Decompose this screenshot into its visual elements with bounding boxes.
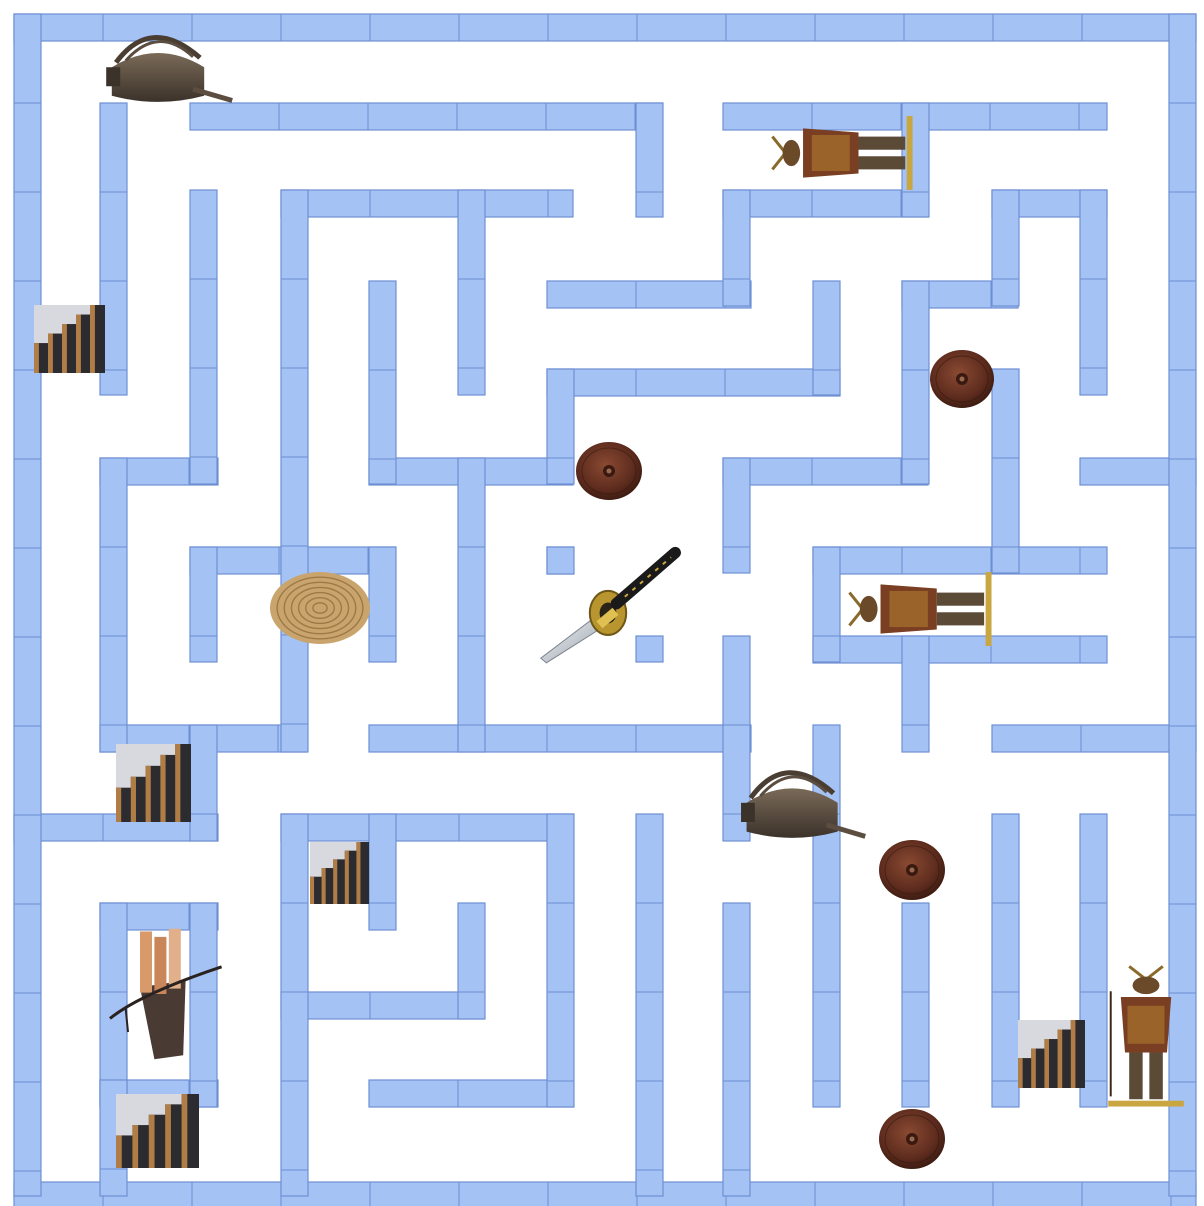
maze-wall bbox=[547, 369, 574, 484]
bronze-disc-icon bbox=[879, 1109, 945, 1169]
bronze-disc-icon bbox=[930, 350, 994, 408]
maze-wall bbox=[190, 547, 217, 662]
maze-wall bbox=[458, 190, 485, 395]
maze-wall bbox=[190, 190, 217, 484]
maze-wall bbox=[369, 814, 396, 930]
maze-wall bbox=[723, 190, 750, 306]
maze-wall bbox=[547, 814, 574, 1107]
maze-wall bbox=[458, 903, 485, 1019]
maze-wall bbox=[190, 903, 217, 1107]
maze-wall bbox=[902, 903, 929, 1107]
maze-wall bbox=[190, 103, 662, 130]
maze-wall bbox=[902, 281, 929, 484]
maze-wall bbox=[902, 103, 929, 217]
bronze-disc-icon bbox=[576, 442, 642, 500]
maze-wall bbox=[281, 814, 308, 1196]
maze-wall bbox=[369, 1080, 573, 1107]
maze-wall bbox=[813, 281, 840, 395]
maze-wall bbox=[813, 547, 1107, 574]
maze-wall bbox=[369, 725, 751, 752]
maze-wall bbox=[813, 547, 840, 662]
maze-wall bbox=[992, 725, 1196, 752]
maze-wall bbox=[1169, 14, 1196, 1196]
stairs-icon bbox=[310, 842, 369, 904]
maze-wall bbox=[636, 636, 663, 662]
maze-wall bbox=[100, 903, 127, 1107]
maze-wall bbox=[992, 814, 1019, 1107]
maze-wall bbox=[992, 369, 1019, 573]
bronze-disc-icon bbox=[879, 840, 945, 900]
woven-mat-icon bbox=[270, 572, 370, 644]
maze-wall bbox=[100, 458, 127, 752]
maze-wall bbox=[636, 814, 663, 1196]
maze-wall bbox=[723, 458, 750, 573]
maze-wall bbox=[902, 636, 929, 752]
maze-wall bbox=[14, 14, 1196, 41]
maze-wall bbox=[723, 903, 750, 1196]
maze-wall bbox=[14, 1182, 1196, 1206]
maze-wall bbox=[547, 547, 574, 574]
iron-helmet-icon bbox=[741, 773, 865, 838]
maze-wall bbox=[190, 725, 217, 841]
samurai-warrior-icon bbox=[849, 572, 991, 646]
maze-wall bbox=[14, 14, 41, 1196]
maze-wall bbox=[813, 636, 1107, 663]
iron-helmet-icon bbox=[106, 38, 232, 102]
maze-wall bbox=[281, 190, 573, 217]
maze-wall bbox=[281, 814, 573, 841]
maze-wall bbox=[281, 190, 308, 752]
maze-wall bbox=[458, 458, 485, 752]
maze-wall bbox=[636, 103, 663, 217]
maze-wall bbox=[547, 281, 751, 308]
maze-wall bbox=[369, 281, 396, 484]
maze-wall bbox=[281, 992, 484, 1019]
maze-wall bbox=[723, 190, 928, 217]
stairs-icon bbox=[116, 1094, 199, 1168]
stairs-icon bbox=[116, 744, 191, 822]
maze-wall bbox=[723, 458, 928, 485]
maze-wall bbox=[369, 547, 396, 662]
maze-wall bbox=[992, 190, 1019, 306]
stairs-icon bbox=[34, 305, 105, 373]
stairs-icon bbox=[1018, 1020, 1085, 1088]
maze-wall bbox=[547, 369, 840, 396]
maze-wall bbox=[1080, 190, 1107, 395]
